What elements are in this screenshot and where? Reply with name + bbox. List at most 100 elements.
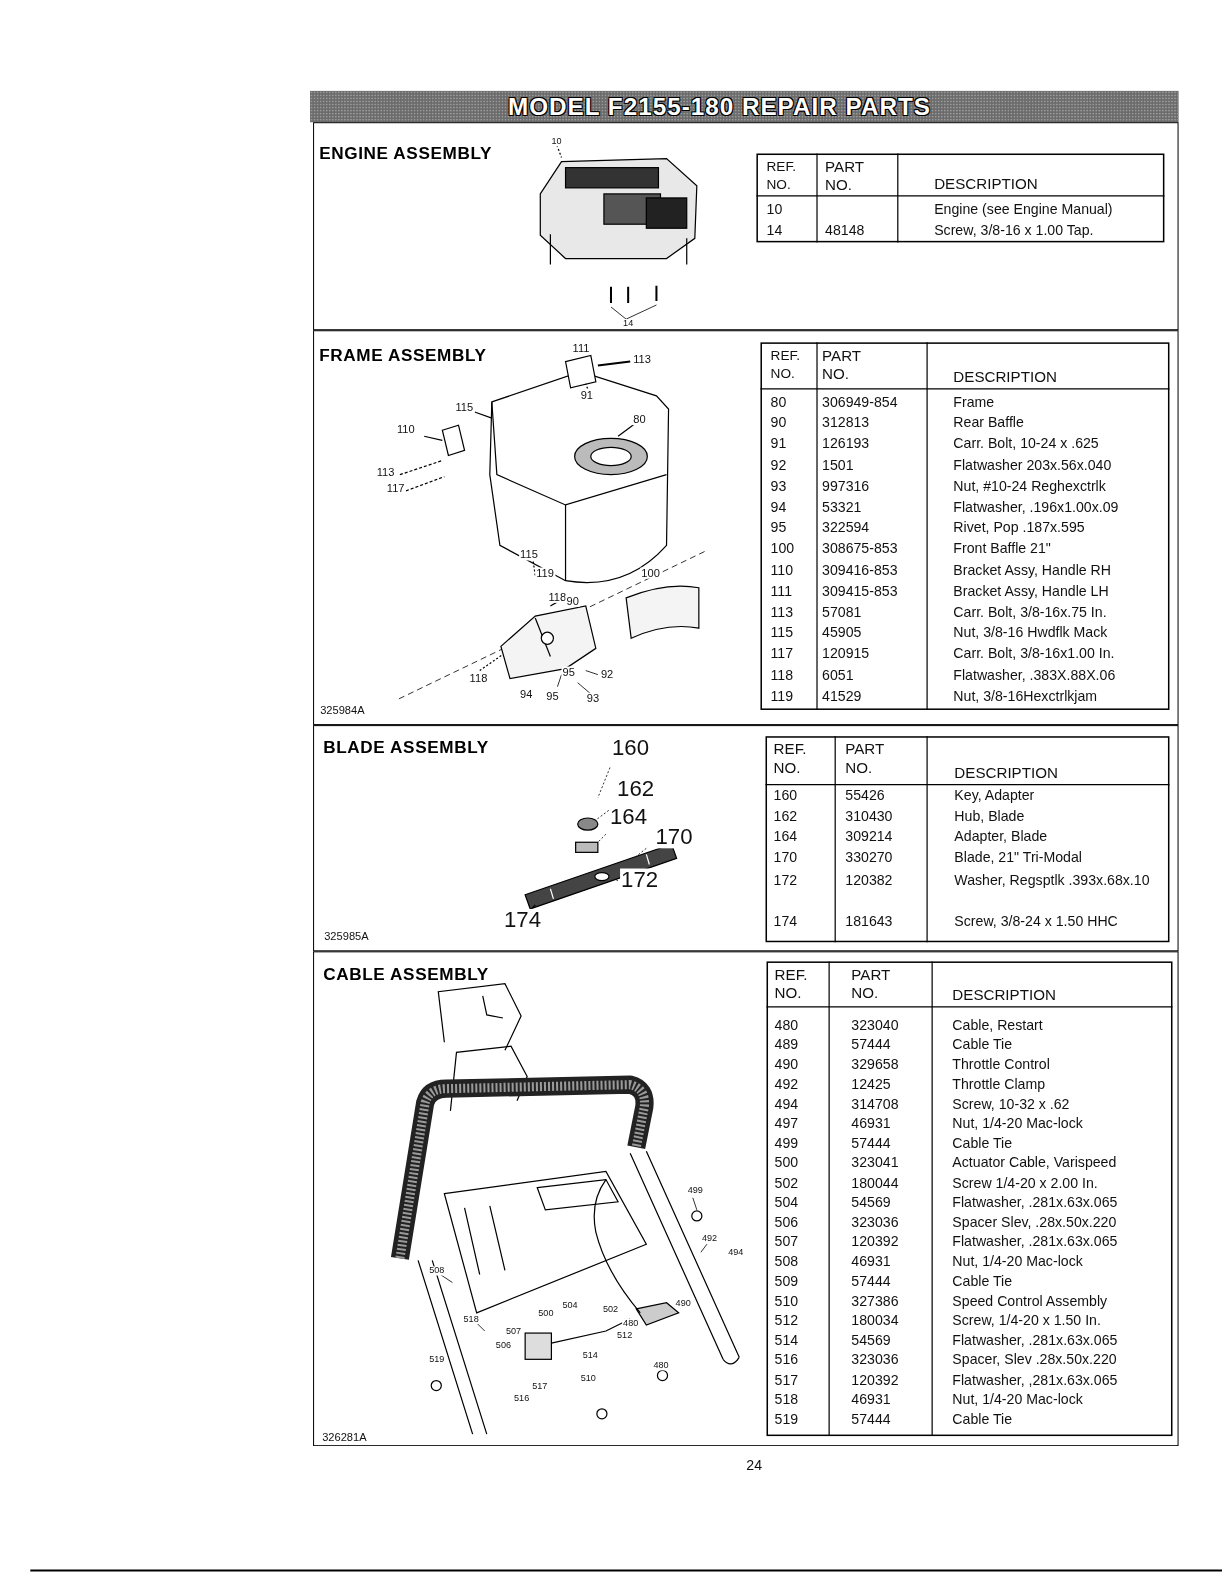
table-cell: 12425 — [851, 1076, 890, 1093]
table-cell: 91 — [771, 435, 787, 452]
table-cell: 514 — [775, 1332, 799, 1349]
callout-number: 500 — [537, 1309, 554, 1318]
table-cell: 180034 — [851, 1312, 898, 1329]
table-cell: Spacer Slev, .28x.50x.220 — [952, 1213, 1116, 1230]
table-cell: Cable Tie — [952, 1036, 1012, 1053]
callout-number: 502 — [602, 1305, 619, 1314]
callout-number: 93 — [586, 693, 600, 704]
callout-number: 119 — [535, 568, 555, 579]
callout-number: 95 — [562, 667, 576, 678]
cable-illustration — [400, 984, 739, 1434]
table-cell: Screw 1/4-20 x 2.00 In. — [952, 1174, 1097, 1191]
table-cell: 100 — [771, 540, 795, 557]
callout-number: 516 — [513, 1394, 530, 1403]
figure-number: 325984A — [319, 705, 366, 716]
callout-number: 508 — [428, 1266, 445, 1275]
table-cell: 489 — [775, 1036, 799, 1053]
section-heading: CABLE ASSEMBLY — [323, 964, 489, 984]
table-cell: Front Baffle 21" — [953, 540, 1051, 557]
table-cell: 54569 — [851, 1194, 890, 1211]
table-cell: 310430 — [845, 807, 892, 824]
table-cell: Spacer, Slev .28x.50x.220 — [952, 1351, 1116, 1368]
table-cell: 170 — [774, 849, 798, 866]
table-cell: 314708 — [851, 1095, 898, 1112]
table-cell: 330270 — [845, 849, 892, 866]
frame-illustration — [399, 355, 707, 698]
table-cell: Rivet, Pop .187x.595 — [953, 519, 1084, 536]
assembly-panel: FRAME ASSEMBLY REF. NO.PART NO.DESCRIPTIO… — [313, 330, 1178, 725]
section-heading: BLADE ASSEMBLY — [323, 738, 489, 758]
page-title: MODEL F2155-180 REPAIR PARTS — [508, 93, 931, 121]
table-cell: 309415-853 — [822, 582, 897, 599]
callout-number: 512 — [616, 1331, 633, 1340]
table-cell: Frame — [953, 393, 994, 410]
table-cell: 323036 — [851, 1213, 898, 1230]
table-cell: Speed Control Assembly — [952, 1292, 1107, 1309]
table-cell: 312813 — [822, 414, 869, 431]
table-cell: 309416-853 — [822, 561, 897, 578]
assembly-panel: ENGINE ASSEMBLYREF. NO.PART NO.DESCRIPTI… — [313, 122, 1178, 330]
title-band: MODEL F2155-180 REPAIR PARTS — [310, 91, 1179, 122]
table-cell: 181643 — [845, 912, 892, 929]
table-cell: 117 — [771, 645, 794, 662]
table-cell: 323041 — [851, 1154, 898, 1171]
table-cell: Nut, #10-24 Reghexctrlk — [953, 477, 1105, 494]
table-cell: Rear Baffle — [953, 414, 1023, 431]
column-header: PART NO. — [822, 346, 870, 382]
table-cell: 497 — [775, 1115, 799, 1132]
table-cell: 174 — [774, 912, 798, 929]
table-cell: Bracket Assy, Handle LH — [953, 582, 1108, 599]
table-cell: Actuator Cable, Varispeed — [952, 1154, 1116, 1171]
table-cell: Carr. Bolt, 10-24 x .625 — [953, 435, 1098, 452]
callout-number: 172 — [620, 869, 659, 891]
table-cell: Key, Adapter — [954, 786, 1034, 803]
callout-number: 517 — [531, 1382, 548, 1391]
table-cell: 80 — [771, 393, 787, 410]
table-cell: 119 — [771, 687, 794, 704]
table-cell: 94 — [771, 498, 787, 515]
column-header: REF. NO. — [774, 740, 822, 776]
table-cell: 323036 — [851, 1351, 898, 1368]
table-cell: 508 — [775, 1253, 799, 1270]
figure-number: 326281A — [321, 1432, 368, 1443]
table-cell: Flatwasher 203x.56x.040 — [953, 456, 1111, 473]
callout-number: 10 — [550, 137, 562, 146]
table-cell: 500 — [775, 1154, 799, 1171]
callout-number: 118 — [469, 673, 489, 684]
table-cell: Blade, 21" Tri-Modal — [954, 849, 1082, 866]
engine-illustration — [540, 141, 697, 319]
table-cell: Hub, Blade — [954, 807, 1024, 824]
callout-number: 519 — [428, 1355, 445, 1364]
table-cell: 46931 — [851, 1115, 890, 1132]
callout-number: 115 — [519, 549, 539, 560]
table-cell: 54569 — [851, 1332, 890, 1349]
callout-number: 14 — [622, 319, 634, 328]
parts-table: REF. NO.PART NO.DESCRIPTION80306949-854F… — [760, 342, 1169, 710]
callout-number: 91 — [580, 390, 594, 401]
parts-table: REF. NO.PART NO.DESCRIPTION10Engine (see… — [756, 154, 1164, 243]
table-cell: 110 — [771, 561, 794, 578]
callout-number: 113 — [632, 353, 652, 364]
table-cell: Cable Tie — [952, 1135, 1012, 1152]
callout-number: 480 — [622, 1319, 639, 1328]
table-cell: 309214 — [845, 828, 892, 845]
page-number: 24 — [745, 1458, 763, 1472]
table-cell: 164 — [774, 828, 798, 845]
table-cell: 308675-853 — [822, 540, 897, 557]
table-cell: 48148 — [825, 222, 864, 239]
table-cell: Nut, 3/8-16Hexctrlkjam — [953, 687, 1097, 704]
table-cell: 517 — [775, 1371, 799, 1388]
callout-number: 90 — [566, 596, 580, 607]
table-cell: 512 — [775, 1312, 799, 1329]
table-cell: Flatwasher, .383X.88X.06 — [953, 666, 1115, 683]
table-cell: Screw, 3/8-24 x 1.50 HHC — [954, 912, 1117, 929]
callout-number: 514 — [582, 1351, 599, 1360]
callout-number: 480 — [652, 1361, 669, 1370]
table-cell: 57444 — [851, 1272, 890, 1289]
callout-number: 164 — [609, 806, 648, 828]
table-cell: 55426 — [845, 786, 884, 803]
callout-number: 115 — [454, 402, 474, 413]
table-cell: 46931 — [851, 1391, 890, 1408]
callout-number: 494 — [727, 1248, 744, 1257]
section-heading: FRAME ASSEMBLY — [319, 345, 486, 365]
